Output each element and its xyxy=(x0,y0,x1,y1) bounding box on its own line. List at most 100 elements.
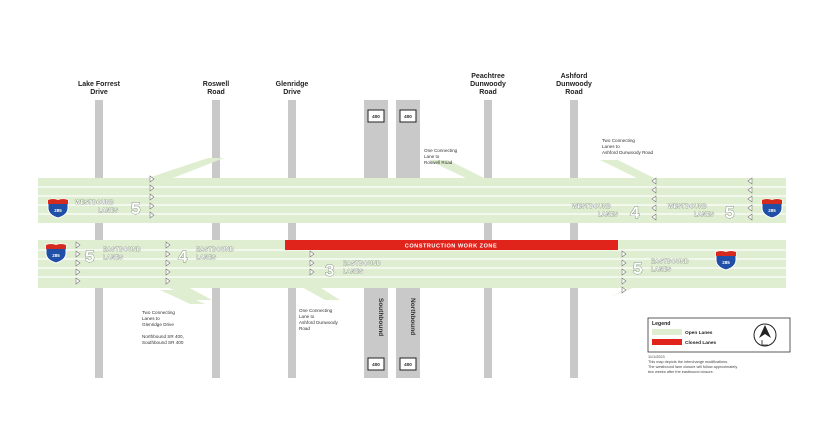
eb-mid2-lanes: 3 xyxy=(325,261,334,280)
note-line: Lanes to xyxy=(142,316,160,321)
wb-right-label2: LANES xyxy=(694,212,714,218)
eb-left-label1: EASTBOUND xyxy=(103,247,141,253)
ga400-southbound-label: Southbound xyxy=(377,298,384,336)
note-glenridge: Two Connecting Lanes to Glenridge Drive … xyxy=(142,310,184,345)
chevron-column-eb-mid xyxy=(165,241,171,285)
ramp-eb-glenridge-2 xyxy=(160,290,205,304)
wb-mid-label1: WESTBOUND xyxy=(572,204,611,210)
ga400-northbound-label: Northbound xyxy=(409,298,416,335)
note-ashford-top: Two Connecting Lanes to Ashford Dunwoody… xyxy=(602,138,654,155)
eastbound-lane-labels: 5 EASTBOUND LANES 4 EASTBOUND LANES 3 EA… xyxy=(85,247,689,281)
wb-right-label1: WESTBOUND xyxy=(668,204,707,210)
footnote-line: 11/1/2023 xyxy=(648,355,665,359)
i285-text: 285 xyxy=(54,208,62,213)
street-label-roswell: Roswell xyxy=(203,81,230,88)
street-labels: Lake Forrest Drive Roswell Road Glenridg… xyxy=(78,73,592,96)
street-label-peachtree-2: Dunwoody xyxy=(470,81,506,88)
legend-title: Legend xyxy=(652,321,670,327)
i285-shield-icon: 285 xyxy=(47,198,69,219)
chevron-markers xyxy=(75,175,753,294)
i285-shield-icon: 285 xyxy=(45,243,67,264)
ramp-wb-roswell xyxy=(148,158,224,180)
street-label-roswell-2: Road xyxy=(207,89,225,96)
street-label-glenridge-2: Drive xyxy=(283,89,301,96)
street-label-lake-forrest-2: Drive xyxy=(90,89,108,96)
street-label-ashford-2: Dunwoody xyxy=(556,81,592,88)
wb-left-label1: WESTBOUND xyxy=(75,200,114,206)
eb-right-label1: EASTBOUND xyxy=(651,259,689,265)
i285-text: 285 xyxy=(768,208,776,213)
note-line: Two Connecting xyxy=(142,310,175,315)
street-label-peachtree: Peachtree xyxy=(471,73,505,80)
footnote-line: two weeks after the eastbound closure. xyxy=(648,370,714,374)
street-label-glenridge: Glenridge xyxy=(276,81,309,88)
legend: Legend Open Lanes Closed Lanes xyxy=(647,317,791,353)
eb-mid1-label1: EASTBOUND xyxy=(196,247,234,253)
note-line: Ashford Dunwoody xyxy=(299,320,339,325)
street-label-ashford-3: Road xyxy=(565,89,583,96)
eb-right-label2: LANES xyxy=(651,267,671,273)
footnote: 11/1/2023 This map depicts the interchan… xyxy=(648,355,737,374)
eb-mid2-label2: LANES xyxy=(343,269,363,275)
note-line: Two Connecting xyxy=(602,138,635,143)
ga400-shield-bot-nb xyxy=(399,357,417,371)
street-bar-glenridge xyxy=(288,100,296,378)
westbound-band xyxy=(38,178,786,223)
i285-shield-icon: 285 xyxy=(761,198,783,219)
street-bar-roswell xyxy=(212,100,220,378)
note-line: Ashford Dunwoody Road xyxy=(602,150,654,155)
street-label-ashford: Ashford xyxy=(561,73,588,80)
westbound-lane-labels: WESTBOUND LANES 5 WESTBOUND LANES 4 WEST… xyxy=(75,199,735,223)
wb-right-lanes: 5 xyxy=(725,203,734,222)
closed-lane-bar xyxy=(285,240,618,250)
chevron-column-eb-right xyxy=(621,250,627,294)
note-line: Lane to xyxy=(299,314,315,319)
note-line: Road xyxy=(299,326,310,331)
ga400-shield-text: 400 xyxy=(372,362,380,367)
note-line: Roswell Road xyxy=(424,160,453,165)
note-line: Northbound SR 400, xyxy=(142,334,184,339)
chevron-column-eb-left xyxy=(75,241,81,285)
footnote-line: This map depicts the interchange modific… xyxy=(648,360,728,364)
i285-text: 285 xyxy=(52,253,60,258)
ramp-wb-ashford xyxy=(600,160,662,182)
eb-right-lanes: 5 xyxy=(633,259,642,278)
footnote-line: The westbound lane closure will follow a… xyxy=(648,365,737,369)
note-line: One Connecting xyxy=(424,148,458,153)
street-bar-lake-forrest xyxy=(95,100,103,378)
ga400-shield-bot-sb xyxy=(367,357,385,371)
note-line: One Connecting xyxy=(299,308,333,313)
construction-zone-label: CONSTRUCTION WORK ZONE xyxy=(405,244,497,250)
ga400-shield-text: 400 xyxy=(372,114,380,119)
chevron-column-eb-zone xyxy=(309,250,315,276)
wb-left-lanes: 5 xyxy=(131,199,140,218)
westbound-ramps xyxy=(148,158,662,182)
legend-open-label: Open Lanes xyxy=(685,330,713,336)
eb-left-lanes: 5 xyxy=(85,247,94,266)
construction-work-zone: CONSTRUCTION WORK ZONE xyxy=(285,240,618,250)
ramp-wb-peachtree xyxy=(428,160,488,180)
north-arrow-icon xyxy=(753,323,777,347)
ga400-shield-top-nb xyxy=(399,109,417,123)
ramp-eb-glenridge xyxy=(165,286,212,300)
note-line: Southbound SR 400 xyxy=(142,340,184,345)
ga400-shield-text: 400 xyxy=(404,362,412,367)
note-line: Glenridge Drive xyxy=(142,322,174,327)
chevron-column-wb-right xyxy=(651,177,657,221)
eb-mid2-label1: EASTBOUND xyxy=(343,261,381,267)
street-label-lake-forrest: Lake Forrest xyxy=(78,81,121,88)
i285-shield-icon: 285 xyxy=(715,250,737,271)
street-bar-ashford-dunwoody xyxy=(570,100,578,378)
interstate-shields: 285 285 285 285 xyxy=(45,198,783,271)
note-line: Lane to xyxy=(424,154,440,159)
westbound-lanes xyxy=(38,178,786,223)
i285-text: 285 xyxy=(722,260,730,265)
legend-closed-swatch xyxy=(652,339,682,345)
ga400-shield-text: 400 xyxy=(404,114,412,119)
ramp-eb-ashford xyxy=(300,286,340,300)
wb-left-label2: LANES xyxy=(98,208,118,214)
street-label-peachtree-3: Road xyxy=(479,89,497,96)
eb-mid1-lanes: 4 xyxy=(178,247,188,266)
